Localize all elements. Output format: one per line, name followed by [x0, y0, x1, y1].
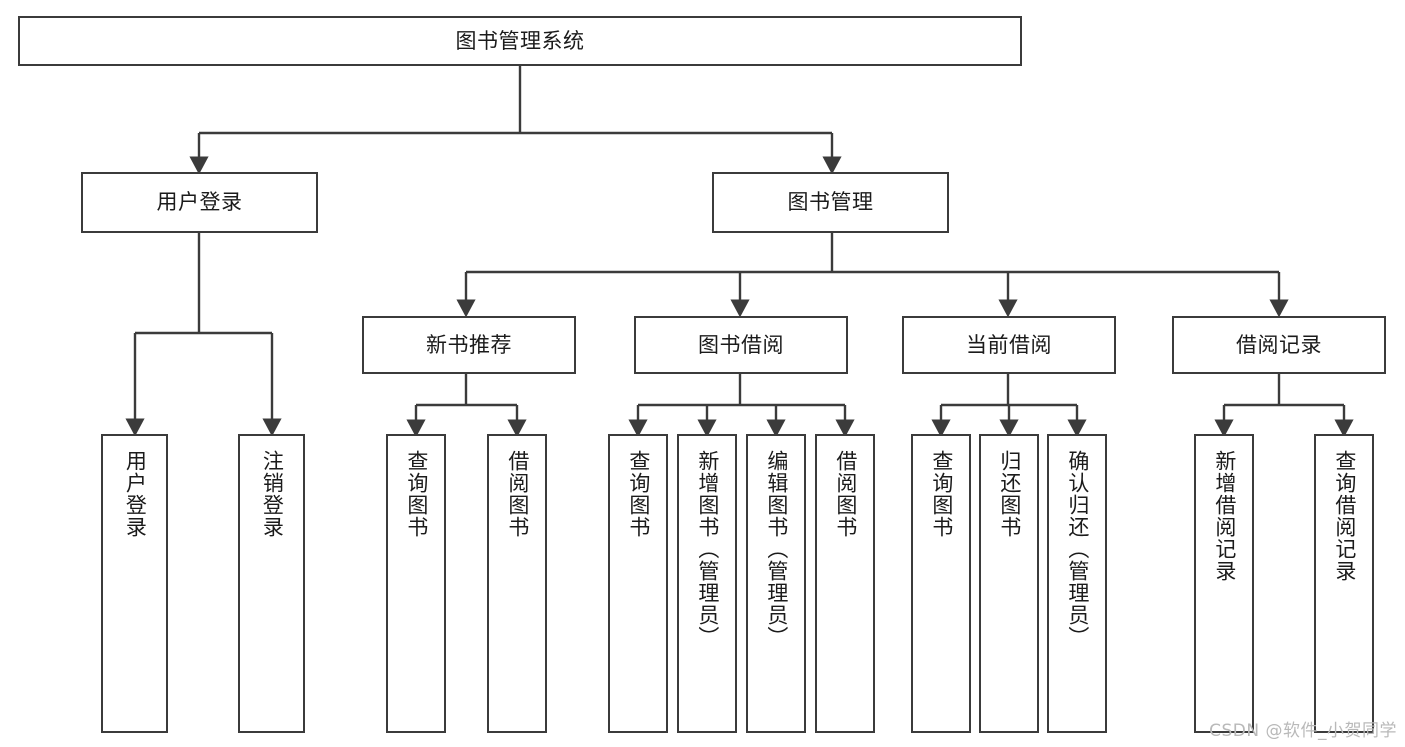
node-borrow-record[interactable]: 借阅记录: [1172, 316, 1386, 374]
node-label: 图书管理系统: [455, 28, 585, 53]
node-label: 借阅记录: [1236, 332, 1322, 357]
node-label: 确认归还（管理员）: [1065, 450, 1090, 648]
node-label: 新增借阅记录: [1212, 450, 1237, 582]
leaf-logout-login[interactable]: 注销登录: [238, 434, 305, 733]
leaf-query-borrow-record[interactable]: 查询借阅记录: [1314, 434, 1374, 733]
node-user-login[interactable]: 用户登录: [81, 172, 318, 233]
node-book-borrow[interactable]: 图书借阅: [634, 316, 848, 374]
node-current-borrow[interactable]: 当前借阅: [902, 316, 1116, 374]
node-label: 借阅图书: [505, 450, 530, 538]
leaf-borrow-book-recommend[interactable]: 借阅图书: [487, 434, 547, 733]
watermark-csdn: CSDN @软件_小贺同学: [1209, 721, 1397, 741]
node-label: 用户登录: [123, 450, 148, 538]
node-label: 查询图书: [626, 450, 651, 538]
leaf-edit-book-admin[interactable]: 编辑图书（管理员）: [746, 434, 806, 733]
node-label: 注销登录: [260, 450, 285, 538]
node-label: 当前借阅: [966, 332, 1052, 357]
node-label: 新增图书（管理员）: [695, 450, 720, 648]
leaf-query-book-current[interactable]: 查询图书: [911, 434, 971, 733]
leaf-user-login[interactable]: 用户登录: [101, 434, 168, 733]
node-label: 编辑图书（管理员）: [764, 450, 789, 648]
node-label: 查询图书: [404, 450, 429, 538]
node-label: 图书管理: [787, 190, 874, 215]
node-label: 借阅图书: [833, 450, 858, 538]
node-label: 归还图书: [997, 450, 1022, 538]
leaf-add-borrow-record[interactable]: 新增借阅记录: [1194, 434, 1254, 733]
leaf-query-book-recommend[interactable]: 查询图书: [386, 434, 446, 733]
leaf-query-book-borrow[interactable]: 查询图书: [608, 434, 668, 733]
node-label: 查询图书: [929, 450, 954, 538]
node-root-book-management-system[interactable]: 图书管理系统: [18, 16, 1022, 66]
node-label: 用户登录: [156, 190, 243, 215]
leaf-confirm-return-admin[interactable]: 确认归还（管理员）: [1047, 434, 1107, 733]
node-new-book-recommend[interactable]: 新书推荐: [362, 316, 576, 374]
node-label: 新书推荐: [426, 332, 512, 357]
leaf-return-book[interactable]: 归还图书: [979, 434, 1039, 733]
node-label: 查询借阅记录: [1332, 450, 1357, 582]
node-book-manage[interactable]: 图书管理: [712, 172, 949, 233]
leaf-add-book-admin[interactable]: 新增图书（管理员）: [677, 434, 737, 733]
leaf-borrow-book[interactable]: 借阅图书: [815, 434, 875, 733]
node-label: 图书借阅: [698, 332, 784, 357]
